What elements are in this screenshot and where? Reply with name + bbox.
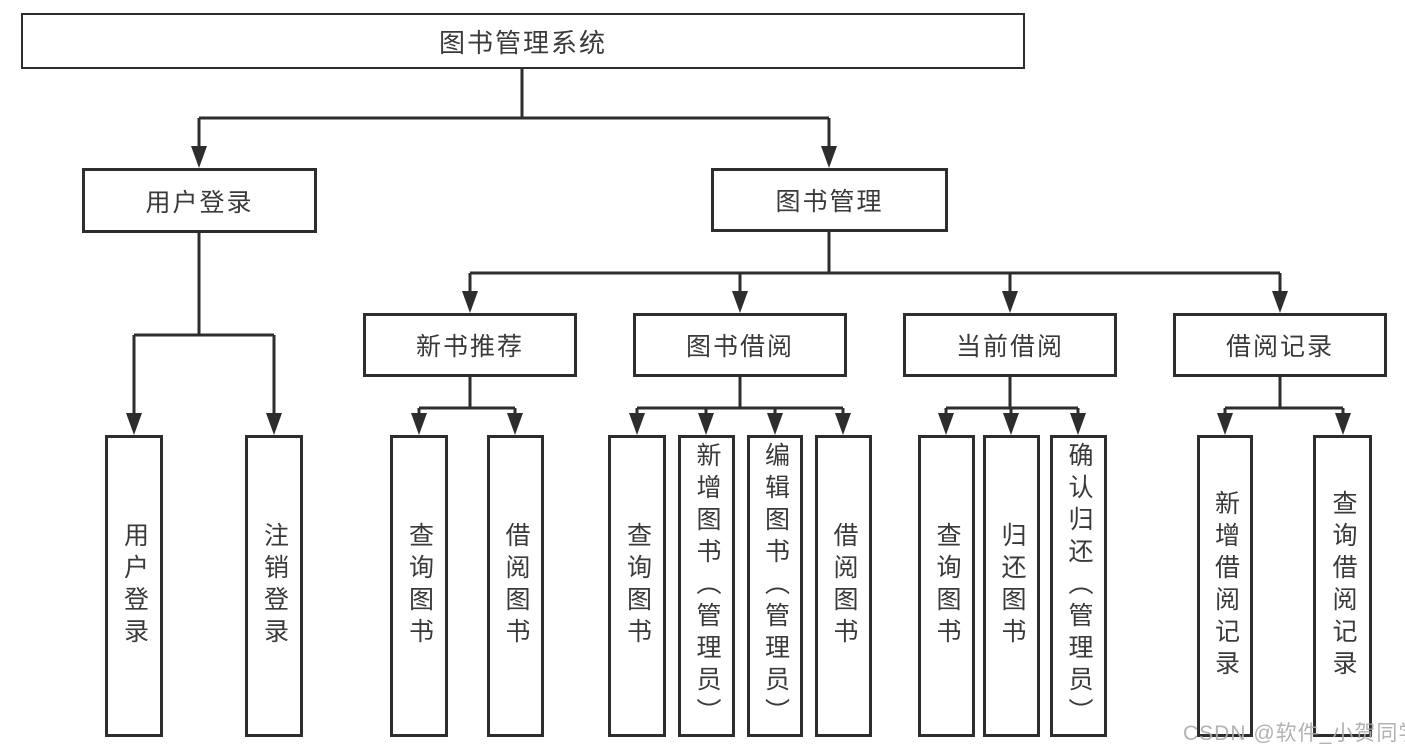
node-book-borrowing: 图书借阅 xyxy=(633,313,847,377)
leaf-logout: 注销登录 xyxy=(245,435,303,737)
leaf-borrowing-borrow-books: 借阅图书 xyxy=(815,435,872,737)
leaf-records-query-record: 查询借阅记录 xyxy=(1313,435,1372,737)
node-root: 图书管理系统 xyxy=(21,13,1025,69)
leaf-user-login: 用户登录 xyxy=(105,435,163,737)
leaf-records-add-record: 新增借阅记录 xyxy=(1197,435,1253,737)
leaf-borrowing-add-book-admin: 新增图书（管理员） xyxy=(678,435,735,737)
tree-edges xyxy=(132,69,1345,417)
node-borrowing-records: 借阅记录 xyxy=(1173,313,1387,377)
node-book-management: 图书管理 xyxy=(711,168,948,232)
leaf-borrowing-edit-book-admin: 编辑图书（管理员） xyxy=(747,435,803,737)
leaf-recommend-query-books: 查询图书 xyxy=(390,435,448,737)
leaf-current-confirm-return-admin: 确认归还（管理员） xyxy=(1050,435,1107,737)
watermark: CSDN @软件_小贺同学 xyxy=(1183,722,1405,745)
leaf-borrowing-query-books: 查询图书 xyxy=(608,435,666,737)
leaf-current-query-books: 查询图书 xyxy=(918,435,975,737)
node-user-login: 用户登录 xyxy=(82,168,317,233)
leaf-current-return-books: 归还图书 xyxy=(983,435,1040,737)
arrowheads xyxy=(126,146,1351,435)
leaf-recommend-borrow-books: 借阅图书 xyxy=(487,435,544,737)
node-current-borrowing: 当前借阅 xyxy=(903,313,1117,377)
node-new-book-recommend: 新书推荐 xyxy=(363,313,577,377)
